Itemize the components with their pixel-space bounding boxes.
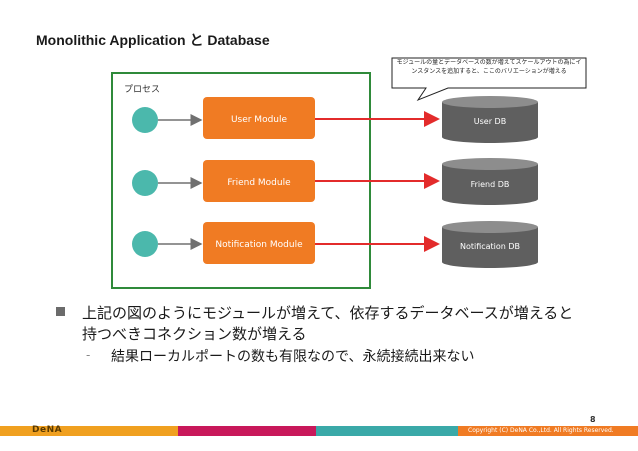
bullet-main-text: 上記の図のようにモジュールが増えて、依存するデータベースが増えると持つべきコネク… — [82, 304, 574, 343]
bullet-sub: - 結果ローカルポートの数も有限なので、永続接続出来ない — [86, 348, 566, 366]
callout-bubble: モジュールの量とデータベースの数が増えてスケールアウトの為にインスタンスを追加す… — [391, 57, 587, 102]
process-label: プロセス — [124, 84, 160, 95]
module-label: Friend Module — [227, 178, 291, 188]
bullet-square-icon — [56, 307, 65, 316]
db-label: Friend DB — [471, 180, 510, 189]
database-cylinder: Friend DB — [442, 158, 538, 205]
footer-segment — [458, 426, 638, 436]
slide-title: Monolithic Application と Database — [36, 32, 270, 48]
footer-segment — [316, 426, 458, 436]
architecture-diagram: プロセス User Module Friend Module Notificat… — [111, 57, 587, 289]
bullet-sub-text: 結果ローカルポートの数も有限なので、永続接続出来ない — [111, 349, 475, 365]
process-circle — [132, 170, 158, 196]
module-box — [203, 160, 315, 202]
db-label: User DB — [474, 117, 506, 126]
copyright-text: Copyright (C) DeNA Co.,Ltd. All Rights R… — [468, 427, 614, 434]
footer-color-bar — [0, 426, 638, 436]
callout-text: モジュールの量とデータベースの数が増えてスケールアウトの為にインスタンスを追加す… — [396, 59, 582, 75]
module-box — [203, 222, 315, 264]
dena-logo: DeNA — [32, 425, 63, 435]
module-label: Notification Module — [215, 240, 303, 250]
page-number: 8 — [590, 415, 596, 424]
module-box — [203, 97, 315, 139]
process-circle — [132, 107, 158, 133]
footer-segment — [0, 426, 178, 436]
bullet-main: 上記の図のようにモジュールが増えて、依存するデータベースが増えると持つべきコネク… — [56, 303, 576, 345]
bullet-dash-icon: - — [86, 348, 91, 362]
footer-segment — [178, 426, 316, 436]
db-label: Notification DB — [460, 242, 520, 251]
database-cylinder: Notification DB — [442, 221, 538, 268]
database-cylinder: User DB — [442, 96, 538, 143]
process-circle — [132, 231, 158, 257]
module-label: User Module — [231, 115, 288, 125]
